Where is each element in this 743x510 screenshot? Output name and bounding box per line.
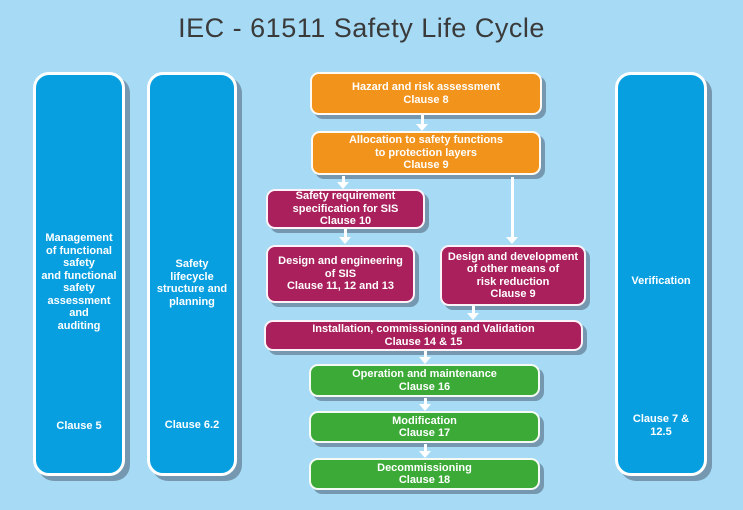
box-allocation-label: Allocation to safety functions to protec… bbox=[348, 134, 503, 159]
box-modification-label: Modification bbox=[392, 414, 457, 427]
box-installation-commissioning-validation: Installation, commissioning and Validati… bbox=[264, 320, 583, 351]
box-installation-clause: Clause 14 & 15 bbox=[384, 335, 463, 348]
box-hazard-clause: Clause 8 bbox=[403, 93, 449, 106]
box-safetyreq-clause: Clause 10 bbox=[319, 215, 372, 228]
box-decommission-label: Decommissioning bbox=[377, 461, 472, 474]
box-installation-label: Installation, commissioning and Validati… bbox=[312, 323, 535, 335]
column-planning-label: Safety lifecycle structure and planning bbox=[156, 258, 228, 308]
column-verification-clause: Clause 7 & 12.5 bbox=[632, 413, 690, 438]
arrow-hazard-to-allocation-icon bbox=[416, 115, 428, 131]
box-operation-label: Operation and maintenance bbox=[352, 368, 497, 380]
arrow-installation-to-operation-icon bbox=[419, 351, 431, 364]
box-decommission-clause: Clause 18 bbox=[398, 474, 451, 486]
box-designeng-label: Design and engineering of SIS bbox=[278, 255, 403, 280]
box-hazard-label: Hazard and risk assessment bbox=[352, 81, 500, 93]
box-decommissioning: Decommissioning Clause 18 bbox=[309, 458, 540, 490]
arrow-safetyreq-to-designeng-icon bbox=[339, 229, 351, 244]
page-title: IEC - 61511 Safety Life Cycle bbox=[178, 13, 545, 43]
box-allocation-to-safety-functions: Allocation to safety functions to protec… bbox=[311, 131, 541, 175]
box-design-and-development-other-means: Design and development of other means of… bbox=[440, 245, 586, 306]
box-safetyreq-label: Safety requirement specification for SIS bbox=[292, 190, 399, 215]
column-verification-label: Verification bbox=[631, 275, 691, 287]
column-planning-clause: Clause 6.2 bbox=[164, 419, 220, 431]
arrow-allocation-to-designdev-icon bbox=[506, 177, 518, 244]
arrow-allocation-to-safetyreq-icon bbox=[337, 176, 349, 189]
box-operation-clause: Clause 16 bbox=[398, 380, 451, 393]
column-management-of-functional-safety: Management of functional safety and func… bbox=[33, 72, 125, 476]
column-safety-lifecycle-planning: Safety lifecycle structure and planning … bbox=[147, 72, 237, 476]
box-designdev-clause: Clause 9 bbox=[490, 288, 536, 300]
column-management-clause: Clause 5 bbox=[56, 420, 102, 432]
column-management-label: Management of functional safety and func… bbox=[41, 232, 117, 332]
arrow-designdev-to-installation-icon bbox=[467, 306, 479, 320]
box-design-and-engineering-of-sis: Design and engineering of SIS Clause 11,… bbox=[266, 245, 415, 303]
arrow-modification-to-decommissioning-icon bbox=[419, 444, 431, 458]
box-designdev-label: Design and development of other means of… bbox=[447, 250, 579, 288]
column-verification: Verification Clause 7 & 12.5 bbox=[615, 72, 707, 476]
box-allocation-clause: Clause 9 bbox=[403, 159, 449, 172]
box-hazard-and-risk-assessment: Hazard and risk assessment Clause 8 bbox=[310, 72, 542, 115]
box-safety-requirement-specification: Safety requirement specification for SIS… bbox=[266, 189, 425, 229]
box-modification-clause: Clause 17 bbox=[398, 427, 451, 439]
box-modification: Modification Clause 17 bbox=[309, 411, 540, 443]
box-operation-and-maintenance: Operation and maintenance Clause 16 bbox=[309, 364, 540, 397]
box-designeng-clause: Clause 11, 12 and 13 bbox=[286, 280, 394, 293]
arrow-operation-to-modification-icon bbox=[419, 398, 431, 411]
